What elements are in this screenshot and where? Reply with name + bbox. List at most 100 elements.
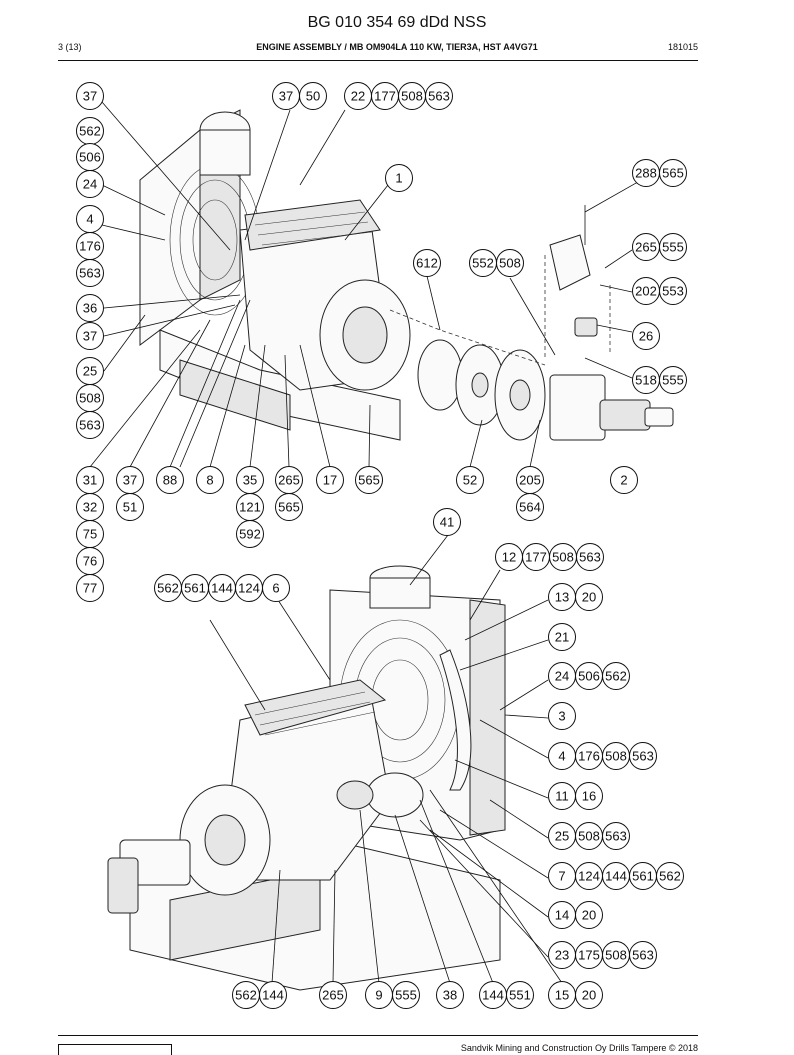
callout-4: 4: [548, 742, 576, 770]
callout-551: 551: [506, 981, 534, 1009]
callout-565: 565: [659, 159, 687, 187]
callout-number: 20: [582, 988, 596, 1003]
callout-508: 508: [549, 543, 577, 571]
footer-divider: [58, 1035, 698, 1036]
callout-177: 177: [371, 82, 399, 110]
copyright-notice: Sandvik Mining and Construction Oy Drill…: [460, 1043, 698, 1053]
callout-202: 202: [632, 277, 660, 305]
callout-518: 518: [632, 366, 660, 394]
callout-number: 612: [416, 256, 438, 271]
callout-number: 35: [243, 473, 257, 488]
callout-1: 1: [385, 164, 413, 192]
callout-12: 12: [495, 543, 523, 571]
callout-number: 508: [552, 550, 574, 565]
callout-number: 563: [632, 749, 654, 764]
callout-number: 563: [605, 829, 627, 844]
callout-number: 14: [555, 908, 569, 923]
callout-number: 8: [206, 473, 213, 488]
callout-number: 564: [519, 500, 541, 515]
callout-number: 2: [620, 473, 627, 488]
callout-number: 9: [375, 988, 382, 1003]
callout-number: 23: [555, 948, 569, 963]
callout-563: 563: [425, 82, 453, 110]
callout-24: 24: [76, 170, 104, 198]
company-logo: [58, 1044, 172, 1055]
callout-number: 552: [472, 256, 494, 271]
callout-32: 32: [76, 493, 104, 521]
callout-number: 176: [79, 239, 101, 254]
callout-number: 563: [579, 550, 601, 565]
callout-561: 561: [629, 862, 657, 890]
callout-564: 564: [516, 493, 544, 521]
callout-number: 144: [211, 581, 233, 596]
callout-508: 508: [76, 384, 104, 412]
callout-144: 144: [259, 981, 287, 1009]
callout-number: 31: [83, 473, 97, 488]
page-indicator: 3 (13): [58, 42, 82, 52]
callout-number: 563: [79, 266, 101, 281]
callout-552: 552: [469, 249, 497, 277]
callout-number: 37: [123, 473, 137, 488]
callout-number: 508: [401, 89, 423, 104]
callout-number: 1: [395, 171, 402, 186]
callout-52: 52: [456, 466, 484, 494]
callout-20: 20: [575, 583, 603, 611]
callout-number: 13: [555, 590, 569, 605]
callout-number: 562: [605, 669, 627, 684]
callout-number: 265: [278, 473, 300, 488]
callout-144: 144: [602, 862, 630, 890]
callout-15: 15: [548, 981, 576, 1009]
callout-25: 25: [76, 357, 104, 385]
callout-number: 176: [578, 749, 600, 764]
callout-number: 506: [578, 669, 600, 684]
callout-51: 51: [116, 493, 144, 521]
callout-number: 565: [278, 500, 300, 515]
engine-assembly-top-illustration: [139, 109, 674, 441]
callout-265: 265: [632, 233, 660, 261]
callout-number: 20: [582, 590, 596, 605]
callout-number: 16: [582, 789, 596, 804]
callout-number: 563: [79, 418, 101, 433]
callout-number: 38: [443, 988, 457, 1003]
callout-number: 15: [555, 988, 569, 1003]
callout-37: 37: [272, 82, 300, 110]
callout-number: 26: [639, 329, 653, 344]
callout-number: 506: [79, 150, 101, 165]
callout-number: 553: [662, 284, 684, 299]
callout-592: 592: [236, 520, 264, 548]
callout-562: 562: [232, 981, 260, 1009]
callout-number: 22: [351, 89, 365, 104]
callout-24: 24: [548, 662, 576, 690]
callout-number: 561: [184, 581, 206, 596]
callout-288: 288: [632, 159, 660, 187]
callout-number: 205: [519, 473, 541, 488]
callout-563: 563: [576, 543, 604, 571]
callout-number: 11: [555, 789, 569, 804]
callout-number: 555: [395, 988, 417, 1003]
callout-number: 562: [235, 988, 257, 1003]
callout-555: 555: [659, 366, 687, 394]
callout-number: 21: [555, 630, 569, 645]
callout-number: 41: [440, 515, 454, 530]
callout-number: 77: [83, 581, 97, 596]
callout-16: 16: [575, 782, 603, 810]
callout-561: 561: [181, 574, 209, 602]
callout-11: 11: [548, 782, 576, 810]
callout-13: 13: [548, 583, 576, 611]
callout-number: 12: [502, 550, 516, 565]
callout-number: 144: [605, 869, 627, 884]
callout-506: 506: [76, 143, 104, 171]
callout-number: 75: [83, 527, 97, 542]
callout-508: 508: [602, 941, 630, 969]
callout-77: 77: [76, 574, 104, 602]
callout-508: 508: [602, 742, 630, 770]
callout-508: 508: [496, 249, 524, 277]
callout-176: 176: [76, 232, 104, 260]
callout-number: 144: [482, 988, 504, 1003]
callout-555: 555: [392, 981, 420, 1009]
callout-number: 88: [163, 473, 177, 488]
callout-37: 37: [76, 82, 104, 110]
callout-number: 551: [509, 988, 531, 1003]
callout-number: 36: [83, 301, 97, 316]
callout-563: 563: [76, 411, 104, 439]
